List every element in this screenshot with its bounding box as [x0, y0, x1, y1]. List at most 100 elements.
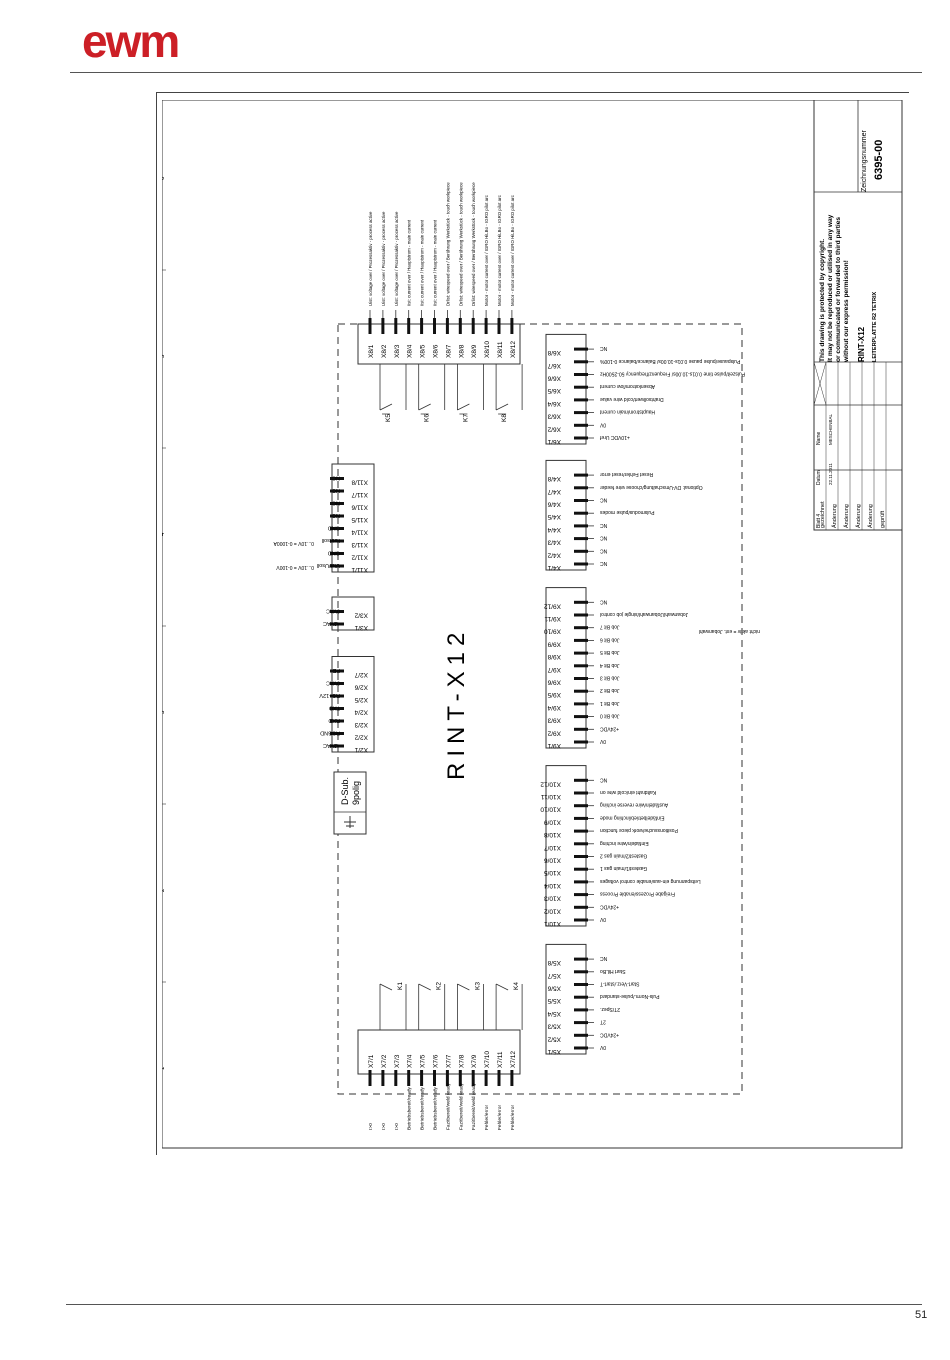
x7-pin: X7/10 [484, 1051, 491, 1068]
x11-signal: GND [328, 525, 340, 531]
x11-signal: NC [332, 512, 340, 518]
x8-pin: X8/7 [445, 344, 452, 358]
x10-signal: Gastest/1/main gas 1 [600, 865, 647, 871]
x9-signal: Job Bit 0 [600, 713, 620, 719]
x8-relay: K6 [424, 414, 431, 422]
x8-relay: K5 [385, 414, 392, 422]
footer-rule [66, 1304, 922, 1305]
x2-signal: 42VAC [323, 742, 340, 748]
x6-pin: X6/4 [547, 400, 561, 407]
copyright-line-1: This drawing is protected by copyright. [819, 239, 826, 362]
x4-pin: X4/2 [547, 551, 561, 558]
x10-pin: X10/5 [544, 869, 561, 876]
x9-pin: X9/1 [547, 742, 561, 749]
x5-pin: X5/3 [547, 1023, 561, 1030]
x7-signal: Fehler/error [484, 1105, 490, 1130]
title-block-row: gezeichnet [820, 501, 826, 528]
x8-signal: Motor - motor current over / IGRO HiLBo … [497, 194, 502, 306]
x7-relay: K3 [474, 982, 481, 990]
x9-signal: Job Bit 6 [600, 636, 620, 642]
x7-relay: K1 [397, 982, 404, 990]
x7-signal: Betriebsbereit/ready [407, 1086, 413, 1130]
zone-label: 1 [162, 1066, 166, 1070]
x6-signal: Drahtsollwert/cold wire value [600, 396, 664, 402]
x4-signal: Pulsmodus/pulse modes [600, 509, 655, 515]
x11-pin: X11/5 [351, 516, 368, 523]
x8-signal: Uist: voltage over / Prozessaktiv - proc… [368, 211, 373, 306]
x8-signal: Motor - motor current over / IGRO HiLBo … [484, 194, 489, 306]
title-block-name: RINT-X12 [857, 326, 866, 362]
x9-note: nicht aktiv = ext. Jobanwahl [699, 628, 760, 634]
x10-pin: X10/12 [540, 780, 561, 787]
x2-signal: RS+12V [319, 692, 340, 698]
x9-pin: X9/12 [544, 602, 561, 609]
x2-pin: X2/5 [354, 696, 368, 703]
x6-pin: X6/7 [547, 362, 561, 369]
x2-signal: RXD [328, 717, 340, 723]
person-value: MESCHENBAL [828, 413, 833, 445]
x5-pin: X5/5 [547, 997, 561, 1004]
x10-signal: Positionssuche/work piece function [600, 827, 678, 833]
x8-signal: Iist: current over / Hauptstrom - main c… [420, 219, 425, 306]
x9-signal: Job Bit 7 [600, 624, 620, 630]
zone-label: 6 [162, 176, 166, 180]
x10-pin: X10/2 [544, 907, 561, 914]
x2-pin: X2/7 [354, 671, 368, 678]
x8-pin: X8/9 [471, 344, 478, 358]
x5-pin: X5/6 [547, 985, 561, 992]
dsub-connector: D-Sub. 9polig [333, 771, 367, 835]
x10-signal: +24VDC [600, 903, 619, 909]
x9-pin: X9/8 [547, 653, 561, 660]
x7-signal: I>0 [394, 1123, 400, 1130]
x6-signal: Pulszeit/pulse time 0.01s-10.00s/ Freque… [600, 371, 746, 377]
x4-pin: X4/7 [547, 488, 561, 495]
drawing-number-label: Zeichnungsnummer [861, 129, 868, 192]
x5-pin: X5/1 [547, 1048, 561, 1055]
x6-pin: X6/1 [547, 438, 561, 445]
x11-pin: X11/3 [351, 541, 368, 548]
x4-pin: X4/6 [547, 501, 561, 508]
x8-relay-contact [457, 364, 484, 415]
x11-signal: NC [332, 487, 340, 493]
x6-pin: X6/2 [547, 425, 561, 432]
inner-frame [162, 100, 903, 1149]
x6-pin: X6/6 [547, 375, 561, 382]
x11-note-current: 0...10V = 0-1000A [273, 540, 314, 546]
zone-markers: 123456 [162, 176, 166, 1070]
x4-signal: Optional: DV-Umschaltung/choose wire fee… [600, 484, 703, 490]
x9-signal: Job Bit 3 [600, 675, 620, 681]
x10-signal: Kaltdraht ein/cold wire on [600, 789, 656, 795]
x8-relay-contact [418, 364, 446, 415]
x9-signal: +24VDC [600, 725, 619, 731]
x4-pin: X4/8 [547, 475, 561, 482]
x10-pin: X10/6 [544, 857, 561, 864]
x11-housing [331, 463, 375, 573]
connector-x6: X6/1+10VDC UrefX6/20VX6/3Hauptstrom/main… [545, 333, 746, 445]
x4-pin: X4/5 [547, 513, 561, 520]
sheet-label: Blatt 4 [816, 514, 822, 528]
name-label: Name [816, 431, 822, 445]
x11-note-voltage: 0...10V = 0-100V [276, 564, 314, 570]
x10-pin: X10/11 [540, 793, 561, 800]
x7-pin: X7/7 [445, 1054, 452, 1068]
x5-pin: X5/2 [547, 1035, 561, 1042]
x7-relay-contact [457, 983, 484, 1030]
connector-x7: X7/1I>0X7/2I>0X7/3I>0X7/4Betriebsbereit/… [357, 982, 523, 1130]
x8-pin: X8/11 [497, 341, 504, 358]
x9-pin: X9/11 [544, 615, 561, 622]
x3-pin: X3/1 [354, 624, 368, 631]
title-block-row: Änderung [855, 504, 862, 528]
x8-pin: X8/5 [420, 344, 427, 358]
x9-signal: Jobanwahl/Jobanwahl/single job control [600, 611, 688, 617]
x7-relay: K4 [513, 982, 520, 990]
x7-signal: Fazitbereit/weld ready [471, 1082, 477, 1130]
x5-pin: X5/4 [547, 1010, 561, 1017]
x11-pin: X11/1 [351, 566, 368, 573]
x6-signal: Absenkstrom/low current [599, 383, 655, 389]
x11-pin: X11/6 [351, 504, 368, 511]
x3-housing [331, 596, 375, 631]
copyright-line-2: It may not be reproduced or utilised in … [827, 214, 834, 362]
x7-relay-contact [418, 983, 446, 1030]
